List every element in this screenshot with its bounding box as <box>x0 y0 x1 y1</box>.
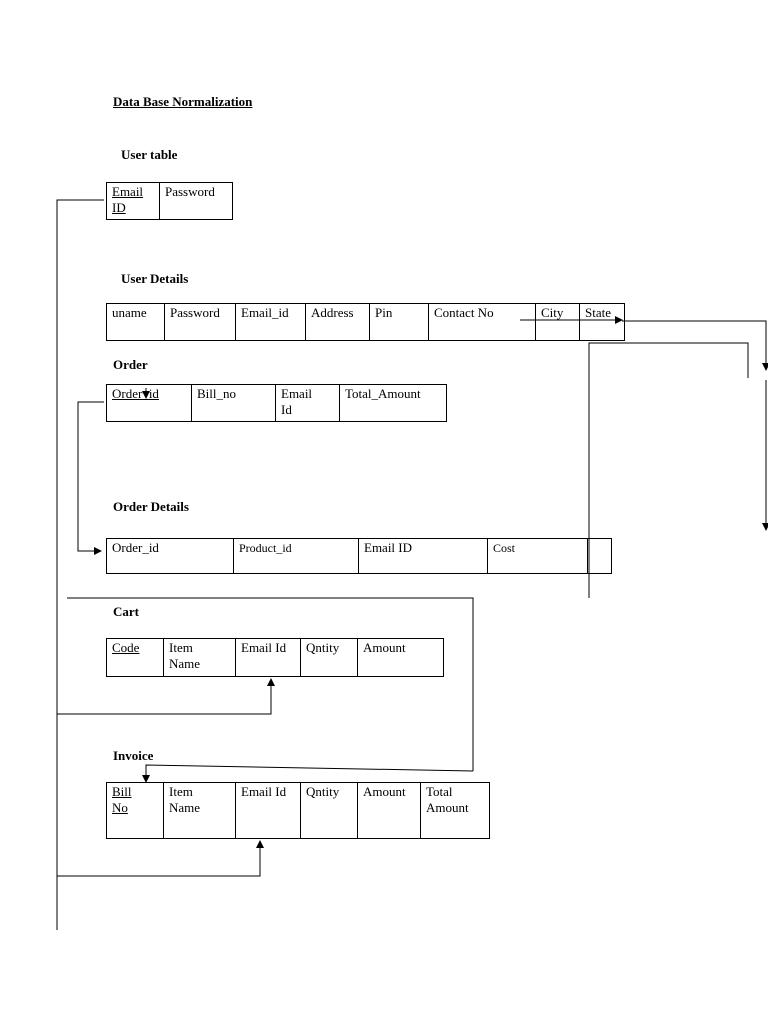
invoice-col-bill-no: Bill No <box>106 782 164 839</box>
invoice-table: Bill No Item Name Email Id Qntity Amount… <box>106 782 490 839</box>
user-details-col-state: State <box>579 303 625 341</box>
user-details-table: uname Password Email_id Address Pin Cont… <box>106 303 625 341</box>
cart-col-amount: Amount <box>357 638 444 677</box>
connector-user-email-to-cart <box>57 678 275 715</box>
user-table: Email ID Password <box>106 182 233 220</box>
order-details-col-email-id: Email ID <box>358 538 488 574</box>
order-heading: Order <box>113 357 148 372</box>
connector-cart-bracket <box>67 597 474 771</box>
order-col-order-id: Order_id <box>106 384 192 422</box>
order-col-email-id: Email Id <box>275 384 340 422</box>
user-details-col-uname: uname <box>106 303 165 341</box>
order-col-total-amount: Total_Amount <box>339 384 447 422</box>
invoice-col-qntity: Qntity <box>300 782 358 839</box>
user-table-heading: User table <box>121 147 178 162</box>
cart-table: Code Item Name Email Id Qntity Amount <box>106 638 444 677</box>
cart-col-email-id: Email Id <box>235 638 301 677</box>
user-details-col-contact-no: Contact No <box>428 303 536 341</box>
user-details-heading: User Details <box>121 271 189 286</box>
cart-col-qntity: Qntity <box>300 638 358 677</box>
cart-col-code: Code <box>106 638 164 677</box>
connector-state-right-drop <box>622 320 768 371</box>
connector-user-details-vertical <box>588 342 749 598</box>
user-table-col-password: Password <box>159 182 233 220</box>
connector-bracket-to-invoice <box>142 764 474 783</box>
user-details-col-city: City <box>535 303 580 341</box>
invoice-col-item-name: Item Name <box>163 782 236 839</box>
order-table: Order_id Bill_no Email Id Total_Amount <box>106 384 447 422</box>
cart-heading: Cart <box>113 604 139 619</box>
user-details-col-password: Password <box>164 303 236 341</box>
diagram-title: Data Base Normalization <box>113 94 253 109</box>
cart-col-item-name: Item Name <box>163 638 236 677</box>
connector-order-id-to-order-details <box>77 401 104 555</box>
order-col-bill-no: Bill_no <box>191 384 276 422</box>
order-details-col-product-id: Product_id <box>233 538 359 574</box>
invoice-heading: Invoice <box>113 748 154 763</box>
order-details-col-cost: Cost <box>487 538 588 574</box>
user-table-col-email-id: Email ID <box>106 182 160 220</box>
user-details-col-email-id: Email_id <box>235 303 306 341</box>
order-details-col-empty <box>587 538 612 574</box>
order-details-heading: Order Details <box>113 499 189 514</box>
connector-user-email-trunk <box>56 199 104 930</box>
user-details-col-pin: Pin <box>369 303 429 341</box>
invoice-col-email-id: Email Id <box>235 782 301 839</box>
user-details-col-address: Address <box>305 303 370 341</box>
order-details-col-order-id: Order_id <box>106 538 234 574</box>
invoice-col-total-amount: Total Amount <box>420 782 490 839</box>
connector-user-email-to-invoice <box>57 840 264 877</box>
order-details-table: Order_id Product_id Email ID Cost <box>106 538 612 574</box>
invoice-col-amount: Amount <box>357 782 421 839</box>
